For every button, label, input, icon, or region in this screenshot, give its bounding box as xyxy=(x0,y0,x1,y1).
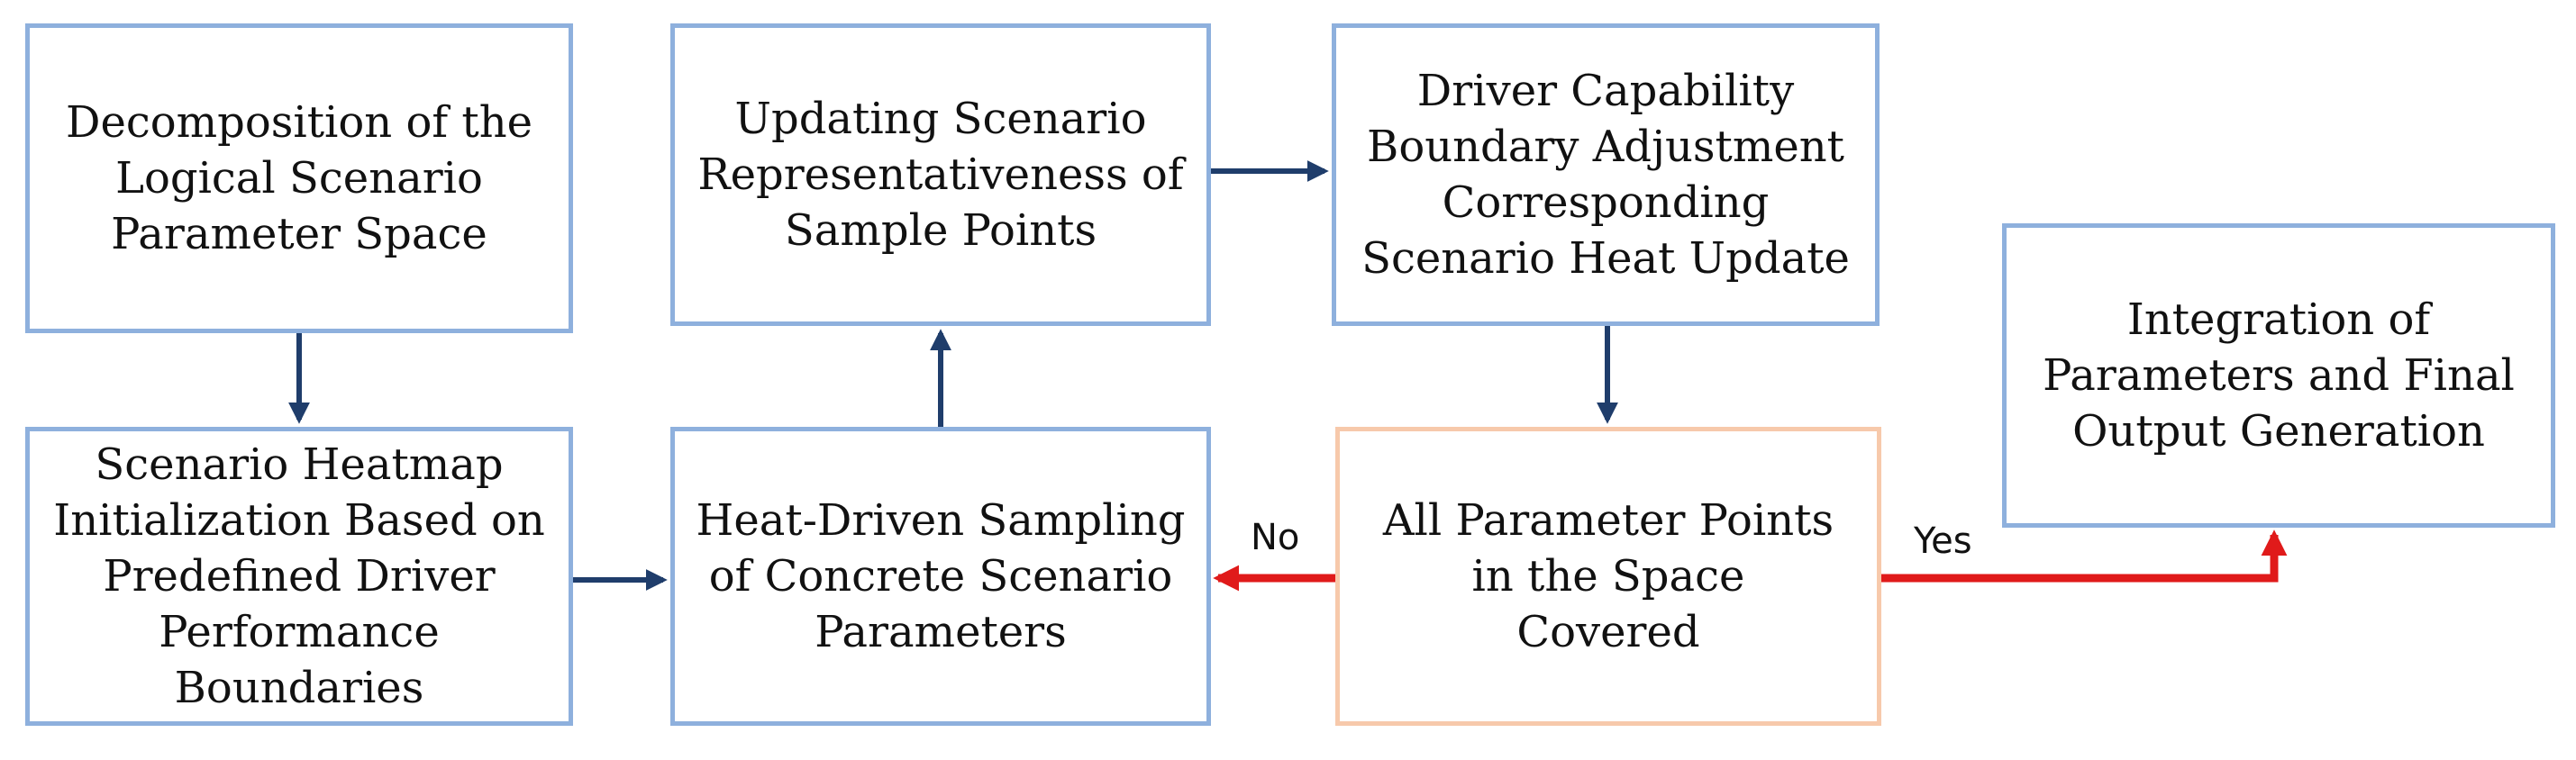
no-label: No xyxy=(1251,517,1300,558)
decomposition-box: Decomposition of the Logical Scenario Pa… xyxy=(25,23,573,333)
integration-text: Integration of Parameters and Final Outp… xyxy=(2043,294,2515,457)
decision-box: All Parameter Points in the Space Covere… xyxy=(1335,427,1881,726)
sampling-box: Heat-Driven Sampling of Concrete Scenari… xyxy=(670,427,1211,726)
capability-box: Driver Capability Boundary Adjustment Co… xyxy=(1332,23,1880,326)
integration-box: Integration of Parameters and Final Outp… xyxy=(2002,223,2555,528)
heatmap-init-box: Scenario Heatmap Initialization Based on… xyxy=(25,427,573,726)
yes-label: Yes xyxy=(1914,520,1972,562)
decomposition-text: Decomposition of the Logical Scenario Pa… xyxy=(65,97,533,259)
capability-text: Driver Capability Boundary Adjustment Co… xyxy=(1361,66,1850,284)
updating-text: Updating Scenario Representativeness of … xyxy=(697,94,1184,256)
sampling-text: Heat-Driven Sampling of Concrete Scenari… xyxy=(696,495,1186,657)
updating-box: Updating Scenario Representativeness of … xyxy=(670,23,1211,326)
heatmap-init-text: Scenario Heatmap Initialization Based on… xyxy=(53,439,545,713)
decision-text: All Parameter Points in the Space Covere… xyxy=(1382,495,1834,657)
arrow-yes-to-integration xyxy=(1881,529,2288,583)
